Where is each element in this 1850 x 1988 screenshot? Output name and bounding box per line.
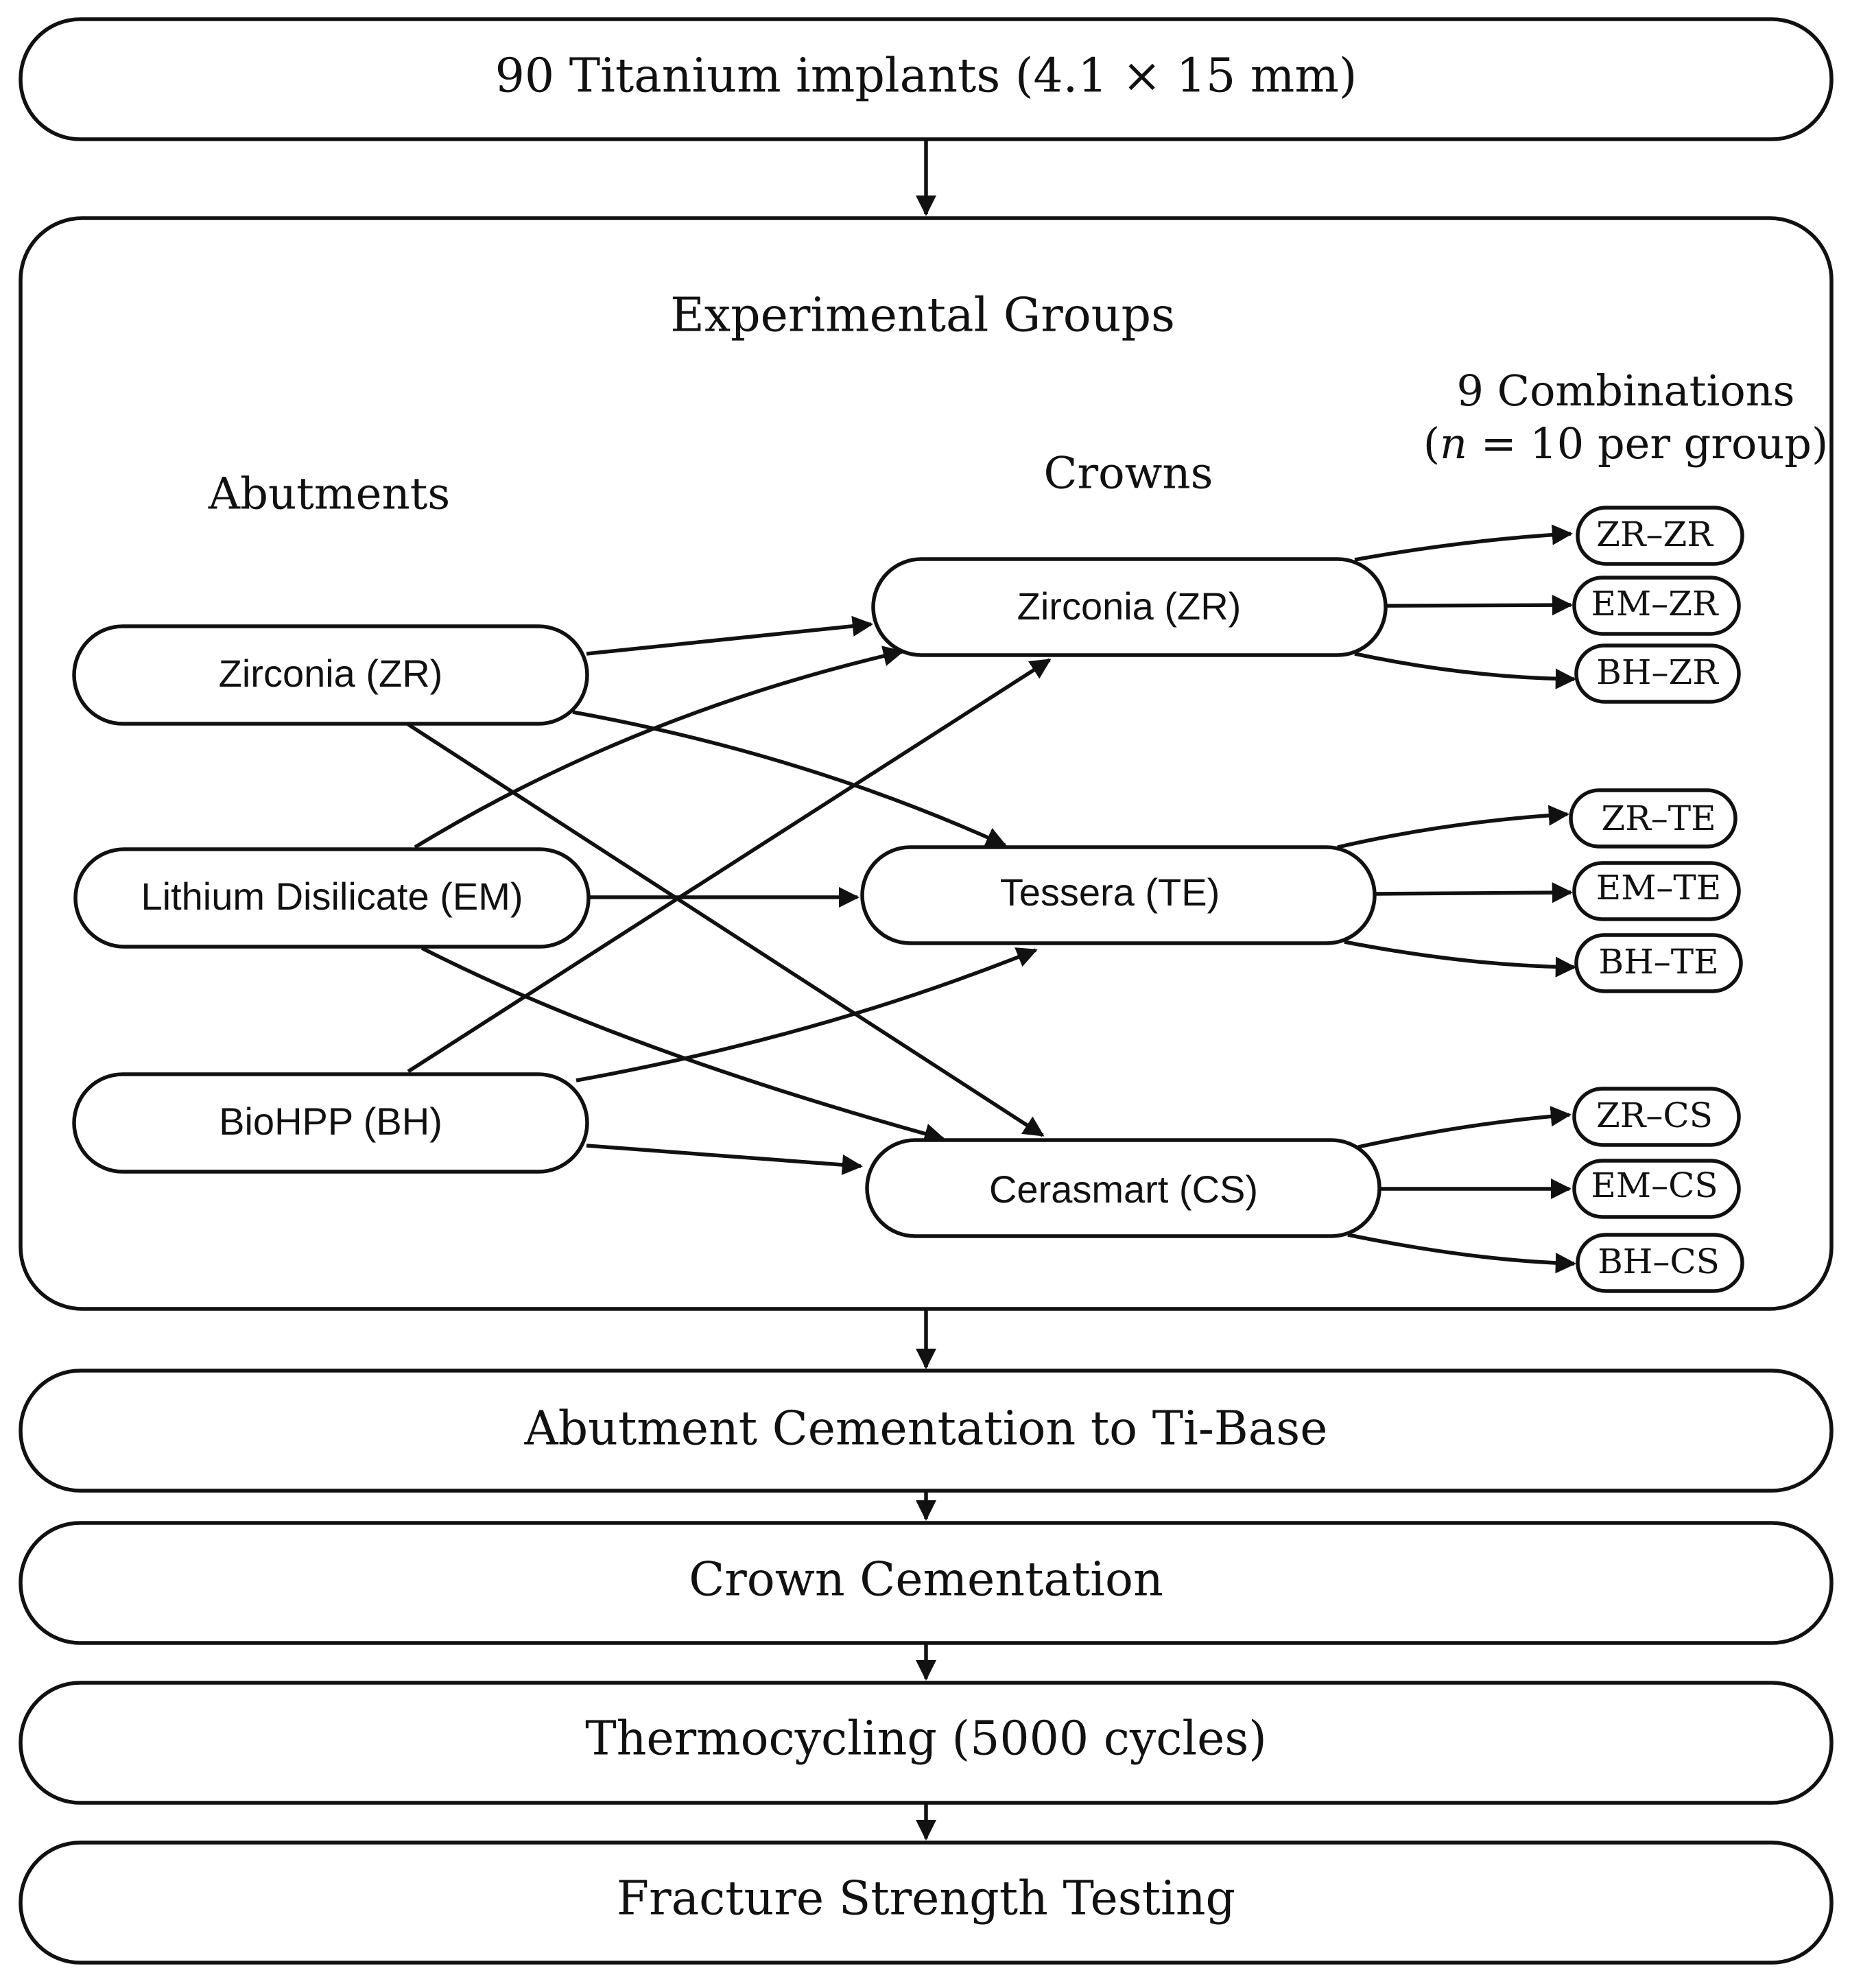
combination-zr-cs: ZR–CS bbox=[1572, 1087, 1741, 1147]
crown-tessera-box bbox=[860, 845, 1377, 945]
abutment-cementation-label: Abutment Cementation to Ti-Base bbox=[524, 1402, 1328, 1456]
combination-zr-zr: ZR–ZR bbox=[1576, 506, 1744, 566]
abutment-lithium-disilicate-box bbox=[73, 847, 591, 949]
connector-bh-to-zr bbox=[407, 658, 1052, 1074]
combination-bh-zr-label: BH–ZR bbox=[1596, 652, 1719, 692]
connector-crown-te-to-zr-te bbox=[1337, 805, 1570, 849]
combination-bh-te: BH–TE bbox=[1574, 933, 1743, 993]
subheading-n-symbol: n bbox=[1440, 418, 1467, 469]
abutment-zirconia-label: Zirconia (ZR) bbox=[219, 652, 443, 695]
experimental-groups-title: Experimental Groups bbox=[670, 289, 1175, 343]
connector-crown-cs-to-zr-cs bbox=[1357, 1106, 1572, 1149]
combination-em-cs-label: EM–CS bbox=[1591, 1165, 1718, 1205]
combination-zr-te-label: ZR–TE bbox=[1601, 798, 1716, 838]
abutments-heading: Abutments bbox=[208, 469, 450, 520]
abutment-biohpp-label: BioHPP (BH) bbox=[219, 1100, 442, 1143]
subheading-open-paren: ( bbox=[1423, 418, 1440, 469]
combination-em-te-label: EM–TE bbox=[1596, 868, 1722, 908]
combination-zr-te: ZR–TE bbox=[1569, 788, 1738, 849]
connector-crown-cs-to-bh-cs bbox=[1347, 1233, 1577, 1274]
combination-em-zr-box bbox=[1572, 576, 1741, 636]
connector-zr-to-zr bbox=[586, 615, 874, 656]
connector-bh-to-te bbox=[576, 947, 1038, 1082]
abutment-lithium-disilicate-label: Lithium Disilicate (EM) bbox=[141, 875, 523, 918]
fracture-testing-box bbox=[19, 1841, 1834, 1965]
crown-cerasmart: Cerasmart (CS) bbox=[865, 1138, 1381, 1238]
connector-bh-to-cs bbox=[586, 1144, 864, 1176]
abutment-biohpp-box bbox=[72, 1072, 589, 1174]
connector-crown-zr-to-bh-zr bbox=[1354, 652, 1577, 689]
abutment-crown-connectors bbox=[407, 615, 1052, 1176]
crown-tessera-label: Tessera (TE) bbox=[1000, 871, 1220, 914]
combination-bh-cs-label: BH–CS bbox=[1598, 1242, 1720, 1281]
combination-bh-zr: BH–ZR bbox=[1574, 643, 1741, 704]
combination-em-zr: EM–ZR bbox=[1572, 576, 1741, 636]
combination-bh-cs: BH–CS bbox=[1576, 1233, 1744, 1293]
crown-zirconia: Zirconia (ZR) bbox=[871, 557, 1388, 657]
crown-cerasmart-label: Cerasmart (CS) bbox=[989, 1168, 1258, 1211]
crown-tessera: Tessera (TE) bbox=[860, 845, 1377, 945]
combination-em-te-box bbox=[1572, 861, 1741, 921]
combination-zr-cs-label: ZR–CS bbox=[1596, 1096, 1713, 1135]
combination-bh-te-box bbox=[1574, 933, 1743, 993]
combination-bh-te-label: BH–TE bbox=[1598, 942, 1718, 982]
crown-cementation-label: Crown Cementation bbox=[689, 1553, 1163, 1607]
abutment-zirconia-box bbox=[72, 624, 589, 726]
combination-zr-zr-label: ZR–ZR bbox=[1596, 514, 1713, 554]
abutment-lithium-disilicate: Lithium Disilicate (EM) bbox=[73, 847, 591, 949]
combination-bh-zr-box bbox=[1574, 643, 1741, 704]
connector-crown-zr-to-em-zr bbox=[1385, 594, 1574, 616]
connector-crown-te-to-bh-te bbox=[1344, 940, 1577, 978]
combinations-heading: 9 Combinations bbox=[1457, 366, 1795, 416]
connector-em-to-zr bbox=[414, 646, 904, 849]
connector-em-to-cs bbox=[420, 946, 945, 1144]
combination-em-cs-box bbox=[1572, 1159, 1741, 1219]
connector-crown-zr-to-zr-zr bbox=[1354, 524, 1574, 562]
combination-bh-cs-box bbox=[1576, 1233, 1744, 1293]
crown-zirconia-box bbox=[871, 557, 1388, 657]
combination-zr-te-box bbox=[1569, 788, 1738, 849]
thermocycling-label: Thermocycling (5000 cycles) bbox=[585, 1712, 1267, 1766]
abutment-biohpp: BioHPP (BH) bbox=[72, 1072, 589, 1174]
combination-em-zr-label: EM–ZR bbox=[1591, 584, 1718, 624]
combination-em-te: EM–TE bbox=[1572, 861, 1741, 921]
abutment-zirconia: Zirconia (ZR) bbox=[72, 624, 589, 726]
subheading-rest: = 10 per group) bbox=[1467, 418, 1828, 469]
combination-zr-cs-box bbox=[1572, 1087, 1741, 1147]
crowns-heading: Crowns bbox=[1044, 449, 1213, 499]
connector-zr-to-te bbox=[572, 710, 1007, 847]
implants-label: 90 Titanium implants (4.1 × 15 mm) bbox=[495, 49, 1357, 104]
connector-crown-te-to-em-te bbox=[1375, 882, 1574, 903]
combinations-subheading: (n = 10 per group) bbox=[1423, 418, 1828, 469]
combination-em-cs: EM–CS bbox=[1572, 1159, 1741, 1219]
crown-zirconia-label: Zirconia (ZR) bbox=[1017, 584, 1242, 628]
crown-cerasmart-box bbox=[865, 1138, 1381, 1238]
fracture-testing-label: Fracture Strength Testing bbox=[617, 1872, 1235, 1926]
combination-zr-zr-box bbox=[1576, 506, 1744, 566]
crown-combination-connectors bbox=[1337, 524, 1577, 1274]
